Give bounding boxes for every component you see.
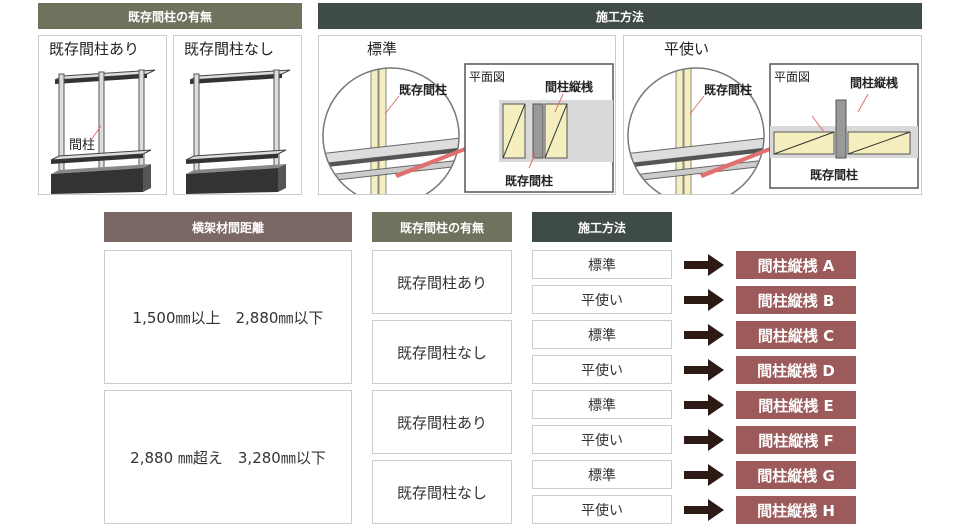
frame-with-stud-illustration xyxy=(50,69,156,194)
method-cell: 平使い xyxy=(532,285,672,314)
existing-stud-bottom-label-standard: 既存間柱 xyxy=(505,174,554,188)
flat-title: 平使い xyxy=(664,40,710,58)
range-cell: 1,500㎜以上 2,880㎜以下 xyxy=(104,250,352,384)
result-batten-f: 間柱縦桟 F xyxy=(736,426,856,454)
panel-without-title: 既存間柱なし xyxy=(184,40,275,58)
header-distance: 横架材間距離 xyxy=(104,212,352,242)
result-batten-b: 間柱縦桟 B xyxy=(736,286,856,314)
frame-without-stud-illustration xyxy=(185,69,291,194)
header-presence-table: 既存間柱の有無 xyxy=(372,212,512,242)
panel-without-existing-stud: 既存間柱なし xyxy=(173,35,302,195)
method-cell: 標準 xyxy=(532,390,672,419)
result-batten-g: 間柱縦桟 G xyxy=(736,461,856,489)
header-method: 施工方法 xyxy=(318,3,922,29)
result-batten-a: 間柱縦桟 A xyxy=(736,251,856,279)
arrow-right-icon xyxy=(684,429,724,451)
presence-cell: 既存間柱なし xyxy=(372,320,512,384)
plan-view-label-flat: 平面図 xyxy=(774,70,811,84)
panel-standard-method: 標準 既存間柱 平面図 間柱縦桟 既存間柱 xyxy=(318,35,616,195)
presence-cell: 既存間柱あり xyxy=(372,390,512,454)
method-cell: 標準 xyxy=(532,460,672,489)
arrow-right-icon xyxy=(684,499,724,521)
panel-flat-method: 平使い 既存間柱 平面図 間柱縦桟 既存間柱 xyxy=(623,35,922,195)
method-cell: 標準 xyxy=(532,250,672,279)
stud-label: 間柱 xyxy=(69,138,96,153)
result-batten-h: 間柱縦桟 H xyxy=(736,496,856,524)
existing-stud-label-standard: 既存間柱 xyxy=(399,83,448,97)
vertical-batten-label-flat: 間柱縦桟 xyxy=(850,76,899,90)
standard-detail-illustration xyxy=(322,63,614,194)
method-cell: 標準 xyxy=(532,320,672,349)
existing-stud-label-flat: 既存間柱 xyxy=(704,83,753,97)
presence-cell: 既存間柱なし xyxy=(372,460,512,524)
arrow-right-icon xyxy=(684,254,724,276)
arrow-right-icon xyxy=(684,394,724,416)
presence-cell: 既存間柱あり xyxy=(372,250,512,314)
arrow-right-icon xyxy=(684,289,724,311)
header-presence: 既存間柱の有無 xyxy=(38,3,302,29)
panel-with-existing-stud: 既存間柱あり 間柱 xyxy=(38,35,167,195)
method-cell: 平使い xyxy=(532,355,672,384)
range-cell: 2,880 ㎜超え 3,280㎜以下 xyxy=(104,390,352,524)
standard-title: 標準 xyxy=(367,40,398,58)
vertical-batten-label-standard: 間柱縦桟 xyxy=(545,80,594,94)
arrow-right-icon xyxy=(684,324,724,346)
existing-stud-bottom-label-flat: 既存間柱 xyxy=(810,168,859,182)
result-batten-e: 間柱縦桟 E xyxy=(736,391,856,419)
arrow-right-icon xyxy=(684,359,724,381)
header-method-table: 施工方法 xyxy=(532,212,672,242)
flat-detail-illustration xyxy=(627,63,919,194)
panel-with-title: 既存間柱あり xyxy=(49,40,140,58)
result-batten-d: 間柱縦桟 D xyxy=(736,356,856,384)
result-batten-c: 間柱縦桟 C xyxy=(736,321,856,349)
plan-view-label-standard: 平面図 xyxy=(469,70,506,84)
arrow-right-icon xyxy=(684,464,724,486)
method-cell: 平使い xyxy=(532,425,672,454)
method-cell: 平使い xyxy=(532,495,672,524)
